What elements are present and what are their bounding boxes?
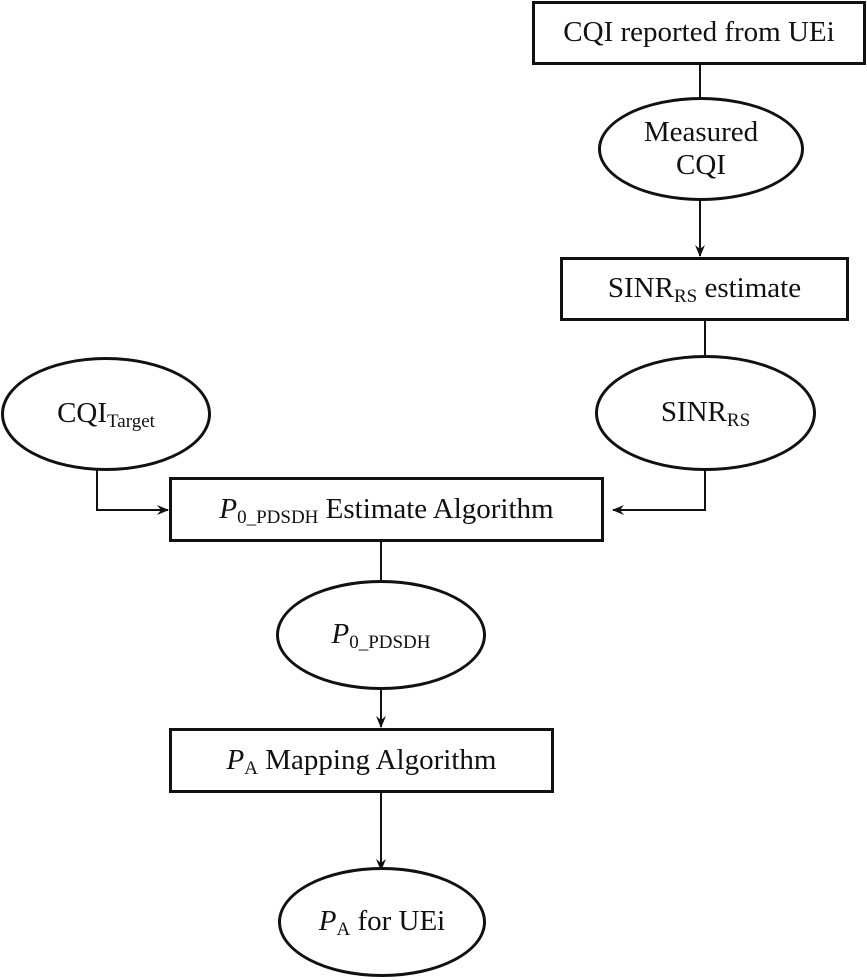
- node-cqi-reported: CQI reported from UEi: [532, 1, 866, 65]
- node-pa-for-ue-label: PA for UEi: [318, 905, 446, 941]
- node-sinr-estimate-label: SINRRS estimate: [607, 272, 802, 308]
- node-pa-mapping-algorithm: PA Mapping Algorithm: [169, 728, 554, 793]
- edge-sinr-rs-to-p0-estimate: [612, 468, 706, 515]
- node-sinr-estimate: SINRRS estimate: [560, 257, 849, 321]
- node-sinr-rs: SINRRS: [595, 355, 816, 471]
- node-cqi-reported-label: CQI reported from UEi: [563, 16, 835, 49]
- node-cqi-target: CQITarget: [1, 357, 211, 471]
- node-cqi-target-label: CQITarget: [57, 397, 155, 433]
- node-measured-cqi-line2: CQI: [676, 149, 726, 181]
- node-p0-value: P0_PDSDH: [276, 580, 486, 690]
- edge-cqi-target-to-p0-estimate: [96, 468, 169, 515]
- node-p0-value-label: P0_PDSDH: [331, 618, 431, 654]
- node-measured-cqi: Measured CQI: [598, 97, 804, 201]
- node-p0-estimate-algorithm-label: P0_PDSDH Estimate Algorithm: [219, 492, 554, 528]
- node-pa-mapping-algorithm-label: PA Mapping Algorithm: [226, 743, 497, 779]
- node-pa-for-ue: PA for UEi: [278, 867, 486, 977]
- node-p0-estimate-algorithm: P0_PDSDH Estimate Algorithm: [169, 477, 604, 542]
- node-measured-cqi-line1: Measured: [643, 115, 759, 148]
- node-sinr-rs-label: SINRRS: [660, 396, 751, 432]
